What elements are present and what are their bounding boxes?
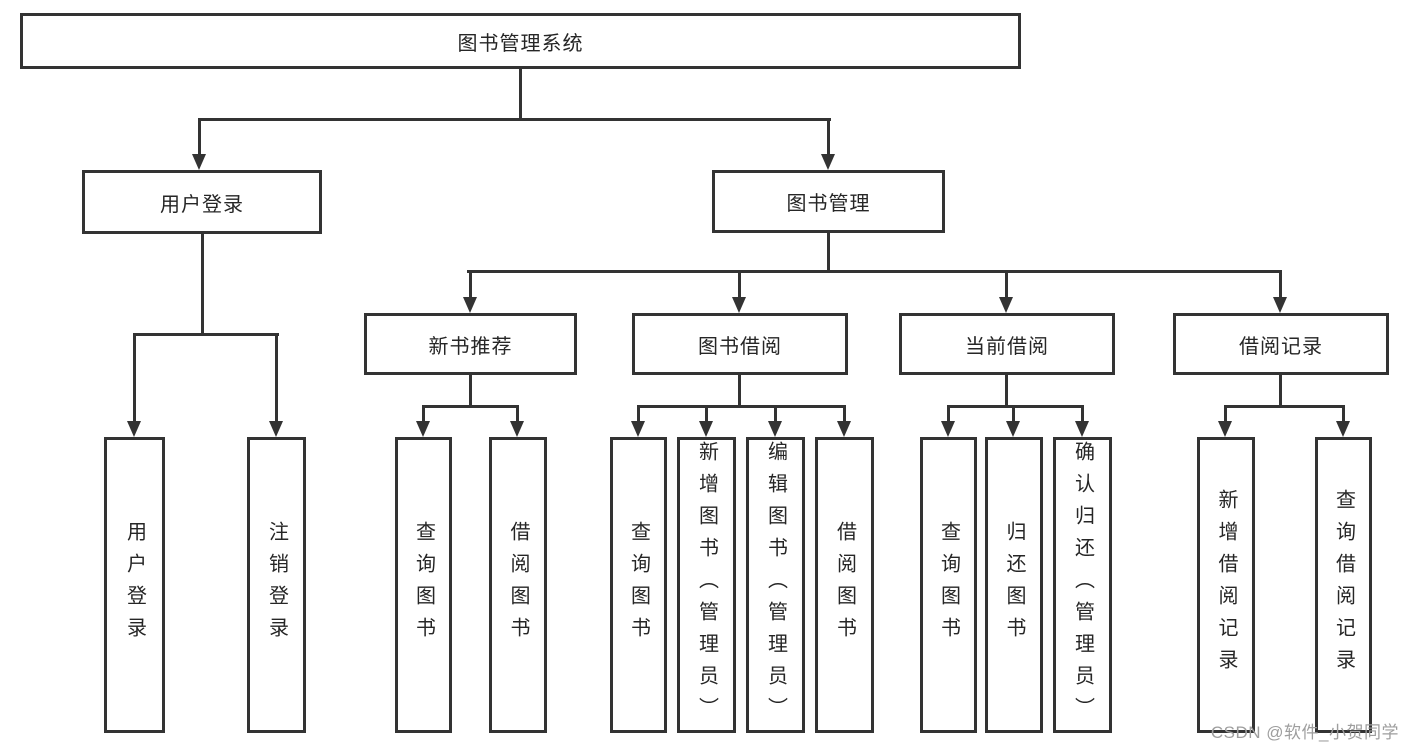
arrow-down-icon [1075,421,1089,437]
connector-line [133,333,136,421]
node-new-book-recommend-label: 新书推荐 [428,335,513,358]
leaf-add-borrow-record-label: 新增借阅记录 [1215,489,1237,681]
arrow-down-icon [699,421,713,437]
node-current-borrow-label: 当前借阅 [965,335,1049,358]
connector-line [738,270,741,298]
connector-line [1012,405,1015,422]
leaf-confirm-return-admin: 确认归还（管理员） [1053,437,1112,733]
leaf-query-books-recommend-label: 查询图书 [412,521,435,649]
leaf-edit-books-admin-label: 编辑图书（管理员） [764,441,787,729]
connector-line [947,405,1084,408]
connector-line [843,405,846,422]
connector-line [422,405,425,422]
leaf-user-login: 用户登录 [104,437,165,733]
arrow-down-icon [941,421,955,437]
leaf-query-books-borrow: 查询图书 [610,437,667,733]
leaf-edit-books-admin: 编辑图书（管理员） [746,437,805,733]
leaf-query-borrow-record-label: 查询借阅记录 [1332,489,1355,681]
arrow-down-icon [1218,421,1232,437]
arrow-down-icon [463,297,477,313]
arrow-down-icon [999,297,1013,313]
connector-line [422,405,519,408]
node-root-label: 图书管理系统 [457,32,584,55]
csdn-watermark: CSDN @软件_小贺同学 [1210,723,1399,742]
connector-line [1005,270,1008,298]
leaf-query-books-current-label: 查询图书 [937,521,960,649]
leaf-return-books-label: 归还图书 [1003,521,1025,649]
arrow-down-icon [416,421,430,437]
connector-line [198,118,831,121]
connector-line [1342,405,1345,422]
node-root: 图书管理系统 [20,13,1021,69]
connector-line [637,405,640,422]
leaf-borrow-books: 借阅图书 [815,437,874,733]
leaf-logout: 注销登录 [247,437,306,733]
arrow-down-icon [192,154,206,170]
arrow-down-icon [768,421,782,437]
connector-line [637,405,846,408]
connector-line [1279,270,1282,298]
leaf-add-books-admin: 新增图书（管理员） [677,437,736,733]
connector-line [827,233,830,272]
connector-line [827,118,830,155]
connector-line [774,405,777,422]
connector-line [1279,375,1282,408]
leaf-add-books-admin-label: 新增图书（管理员） [695,441,718,729]
arrow-down-icon [1273,297,1287,313]
leaf-query-books-recommend: 查询图书 [395,437,452,733]
leaf-confirm-return-admin-label: 确认归还（管理员） [1071,441,1094,729]
leaf-add-borrow-record: 新增借阅记录 [1197,437,1255,733]
arrow-down-icon [1336,421,1350,437]
node-user-login: 用户登录 [82,170,322,234]
leaf-borrow-books-recommend-label: 借阅图书 [507,521,529,649]
node-borrow-record: 借阅记录 [1173,313,1389,375]
arrow-down-icon [127,421,141,437]
arrow-down-icon [732,297,746,313]
connector-line [516,405,519,422]
connector-line [1225,405,1345,408]
connector-line [947,405,950,422]
leaf-query-books-current: 查询图书 [920,437,977,733]
connector-line [1005,375,1008,408]
arrow-down-icon [1006,421,1020,437]
leaf-return-books: 归还图书 [985,437,1043,733]
connector-line [201,234,204,336]
arrow-down-icon [269,421,283,437]
node-new-book-recommend: 新书推荐 [364,313,577,375]
leaf-query-borrow-record: 查询借阅记录 [1315,437,1372,733]
node-book-management-label: 图书管理 [786,193,871,215]
connector-line [133,333,279,336]
arrow-down-icon [631,421,645,437]
node-book-management: 图书管理 [712,170,945,233]
leaf-query-books-borrow-label: 查询图书 [627,521,650,649]
node-book-borrow: 图书借阅 [632,313,848,375]
connector-line [275,333,278,421]
connector-line [198,118,201,155]
arrow-down-icon [821,154,835,170]
arrow-down-icon [510,421,524,437]
connector-line [469,270,472,298]
connector-line [519,69,522,120]
connector-line [467,270,1282,273]
node-borrow-record-label: 借阅记录 [1239,335,1323,358]
leaf-user-login-label: 用户登录 [123,521,146,649]
connector-line [738,375,741,408]
leaf-logout-label: 注销登录 [265,521,288,649]
node-book-borrow-label: 图书借阅 [698,335,782,358]
connector-line [1224,405,1227,422]
connector-line [705,405,708,422]
node-user-login-label: 用户登录 [160,193,244,216]
connector-line [1081,405,1084,422]
leaf-borrow-books-label: 借阅图书 [833,521,856,649]
leaf-borrow-books-recommend: 借阅图书 [489,437,547,733]
node-current-borrow: 当前借阅 [899,313,1115,375]
connector-line [469,375,472,408]
arrow-down-icon [837,421,851,437]
